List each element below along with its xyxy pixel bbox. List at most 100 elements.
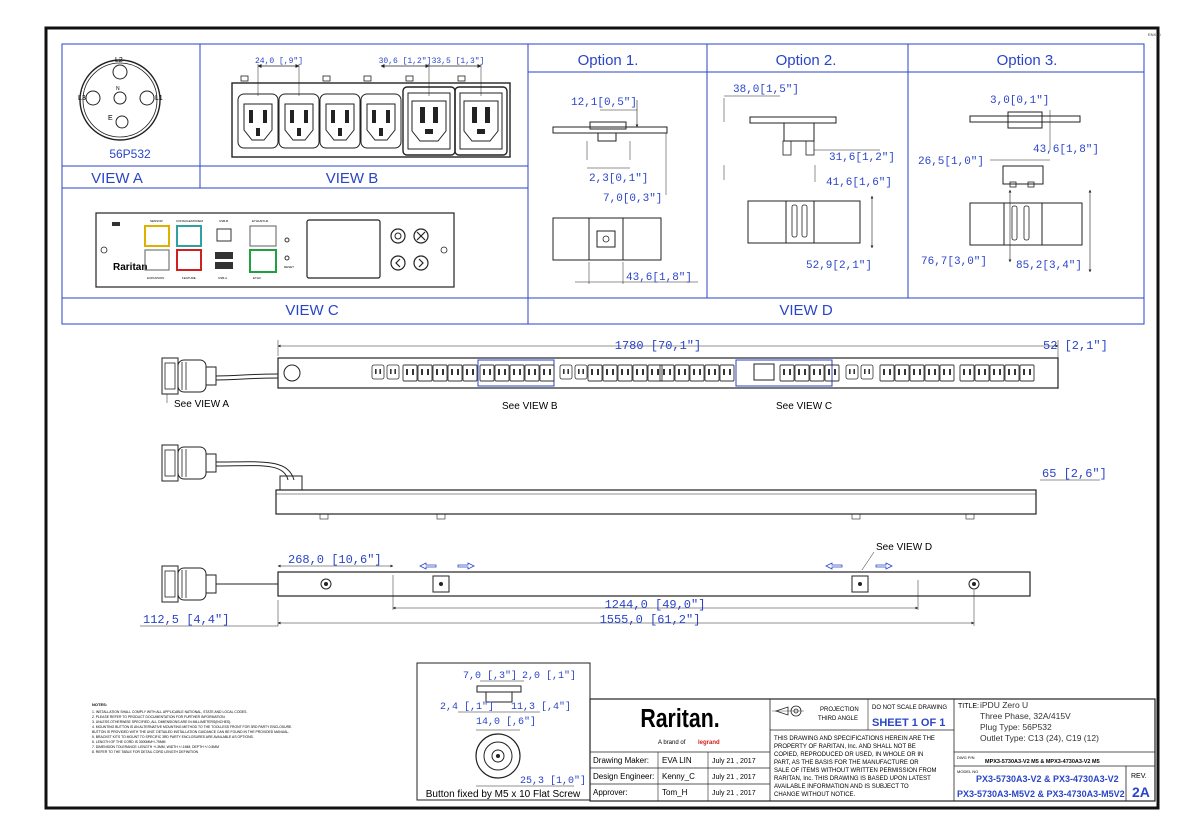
controller-display <box>753 363 775 381</box>
disclaimer-line: COPIED, REPRODUCED OR USED, IN WHOLE OR … <box>774 752 923 758</box>
outlet-icon <box>587 364 603 382</box>
notes: NOTES: 1. INSTALLATION SHALL COMPLY WITH… <box>92 702 292 754</box>
model-line-2: PX3-5730A3-M5V2 & PX3-4730A3-M5V2 <box>957 789 1125 799</box>
disclaimer-line: CHANGE WITHOUT NOTICE. <box>774 792 856 798</box>
port-usb-a: USB-A <box>218 276 227 280</box>
outlet-icon <box>462 364 478 382</box>
dim-1244: 1244,0 [49,0"] <box>605 598 706 612</box>
button-detail: 7,0 [,3"] 2,0 [,1"] 2,4 [,1"] 11,3 [,4"]… <box>416 662 591 801</box>
pdu-length-dim: 1780 [70,1"] <box>615 339 701 353</box>
option3-dim-3: 26,5[1,0"] <box>918 156 984 168</box>
title-line: Outlet Type: C13 (24), C19 (12) <box>980 733 1099 743</box>
pdu-depth-dim: 65 [2,6"] <box>1042 467 1107 481</box>
plug-type-label: 56P532 <box>109 147 151 161</box>
button-dim-1: 7,0 [,3"] <box>463 670 517 682</box>
sheet-label: SHEET 1 OF 1 <box>872 717 945 729</box>
outlet-icon <box>689 364 705 382</box>
outlet-icon <box>432 364 448 382</box>
option3-title: Option 3. <box>997 52 1058 69</box>
outlet-icon <box>879 364 895 382</box>
maker-date: July 21 , 2017 <box>712 758 756 765</box>
outlet-icon <box>1004 364 1020 382</box>
option3-dim-1: 3,0[0,1"] <box>990 95 1049 107</box>
disclaimer-line: RARITAN, Inc. THIS DRAWING IS BASED UPON… <box>774 776 931 782</box>
outlet-icon <box>719 364 735 382</box>
button-dim-6: 25,3 [1,0"] <box>520 775 586 787</box>
outlet-icon <box>1019 364 1035 382</box>
pdu-rear-view: 268,0 [10,6"] See VIEW D 1244,0 [49,0"] … <box>140 542 1031 627</box>
port-feature: FEATURE <box>182 276 196 280</box>
see-view-a: See VIEW A <box>174 399 229 410</box>
outlet-icon <box>371 364 385 380</box>
option3-dim-5: 85,2[3,4"] <box>1016 260 1082 272</box>
title-line: iPDU Zero U <box>980 700 1028 710</box>
notes-line: 5. BRACKET KITS TO MOUNT TO SPECIFIC 3RD… <box>92 735 254 739</box>
top-views-frame <box>61 43 1145 325</box>
dwg-number: MPX3-5730A3-V2 M5 & MPX3-4730A3-V2 M5 <box>985 759 1100 765</box>
notes-line: 2. PLEASE REFER TO PRODUCT DOCUMENTATION… <box>92 715 226 719</box>
port-console: CONSOLE/MODEM <box>176 219 204 223</box>
title-line: Plug Type: 56P532 <box>980 722 1052 732</box>
pdu-front-view: 1780 [70,1"] 52 [2,1"] See VIEW A See VI… <box>161 339 1108 412</box>
notes-line: 4. MOUNTING BUTTON IS AN ALTERNATIVE MOU… <box>92 725 292 729</box>
title-block: Raritan. A brand of legrand Drawing Make… <box>589 698 1156 802</box>
outlet-icon <box>617 364 633 382</box>
outlet-icon <box>794 364 810 382</box>
pdu-width-dim: 52 [2,1"] <box>1043 339 1108 353</box>
disclaimer-line: PART, AS THE BASIS FOR THE MANUFACTURE O… <box>774 760 919 766</box>
pin-n: N <box>116 86 120 92</box>
pdu-side-view: 65 [2,6"] <box>161 444 1107 520</box>
outlet-icon <box>779 364 795 382</box>
rev-value: 2A <box>1132 784 1150 800</box>
outlet-icon <box>924 364 940 382</box>
notes-line: 1. INSTALLATION SHALL COMPLY WITH ALL AP… <box>92 710 247 714</box>
option1-dim-2: 2,3[0,1"] <box>589 173 648 185</box>
view-b-dim-2: 30,6 [1,2"] <box>379 57 432 66</box>
view-b: 24,0 [,9"] 30,6 [1,2"] 33,5 [1,3"] VIEW … <box>231 57 511 187</box>
button-dim-5: 14,0 [,6"] <box>476 716 536 728</box>
option2-dim-2: 31,6[1,2"] <box>829 152 895 164</box>
logo-sub: A brand of <box>658 740 686 746</box>
disclaimer-line: SALE OF ITEMS WITHOUT WRITTEN PERMISSION… <box>774 768 937 774</box>
outlet-icon <box>494 364 510 382</box>
dim-112: 112,5 [4,4"] <box>143 613 229 627</box>
outer-frame <box>44 26 1160 810</box>
view-b-dim-3: 33,5 [1,3"] <box>432 57 485 66</box>
button-dim-2: 2,0 [,1"] <box>522 670 576 682</box>
pin-e: E <box>108 115 113 122</box>
outlet-icon <box>704 364 720 382</box>
outlet-icon <box>845 364 859 380</box>
pin-l3: L3 <box>78 95 86 102</box>
pin-l2: L2 <box>115 57 123 64</box>
option2-dim-4: 52,9[2,1"] <box>806 260 872 272</box>
dim-1555: 1555,0 [61,2"] <box>600 613 701 627</box>
view-c-label: VIEW C <box>285 302 339 319</box>
view-c-brand: Raritan <box>113 262 147 273</box>
rev-label: REV. <box>1131 773 1147 780</box>
view-d-option1: Option 1. 12,1[0,5"] 2,3[0,1"] 7,0[0,3"]… <box>552 52 698 284</box>
outlet-icon <box>386 364 400 380</box>
view-d-label: VIEW D <box>779 302 833 319</box>
option2-dim-1: 38,0[1,5"] <box>733 84 799 96</box>
outlet-icon <box>674 364 690 382</box>
view-b-label: VIEW B <box>326 170 379 187</box>
outlet-icon <box>447 364 463 382</box>
dim-268: 268,0 [10,6"] <box>288 553 382 567</box>
outlet-icon <box>939 364 955 382</box>
see-view-c: See VIEW C <box>776 401 832 412</box>
model-line-1: PX3-5730A3-V2 & PX3-4730A3-V2 <box>976 774 1119 784</box>
option3-dim-2: 43,6[1,8"] <box>1033 144 1099 156</box>
notes-line: BUTTON IS PROVIDED WITH THE UNIT. DETAIL… <box>92 730 289 734</box>
view-a-label: VIEW A <box>91 170 143 187</box>
outlet-icon <box>539 364 555 382</box>
disclaimer-line: PROPERTY OF RARITAN, Inc. AND SHALL NOT … <box>774 744 916 750</box>
outlet-icon <box>860 364 874 380</box>
disclaimer-line: AVAILABLE INFORMATION AND IS SUBJECT TO <box>774 784 909 790</box>
outlet-icon <box>417 364 433 382</box>
outlet-icon <box>509 364 525 382</box>
outlet-icon <box>479 364 495 382</box>
engineer-label: Design Engineer: <box>593 772 654 781</box>
approver-name: Tom_H <box>662 788 688 797</box>
disclaimer-line: THIS DRAWING AND SPECIFICATIONS HEREIN A… <box>774 736 935 742</box>
